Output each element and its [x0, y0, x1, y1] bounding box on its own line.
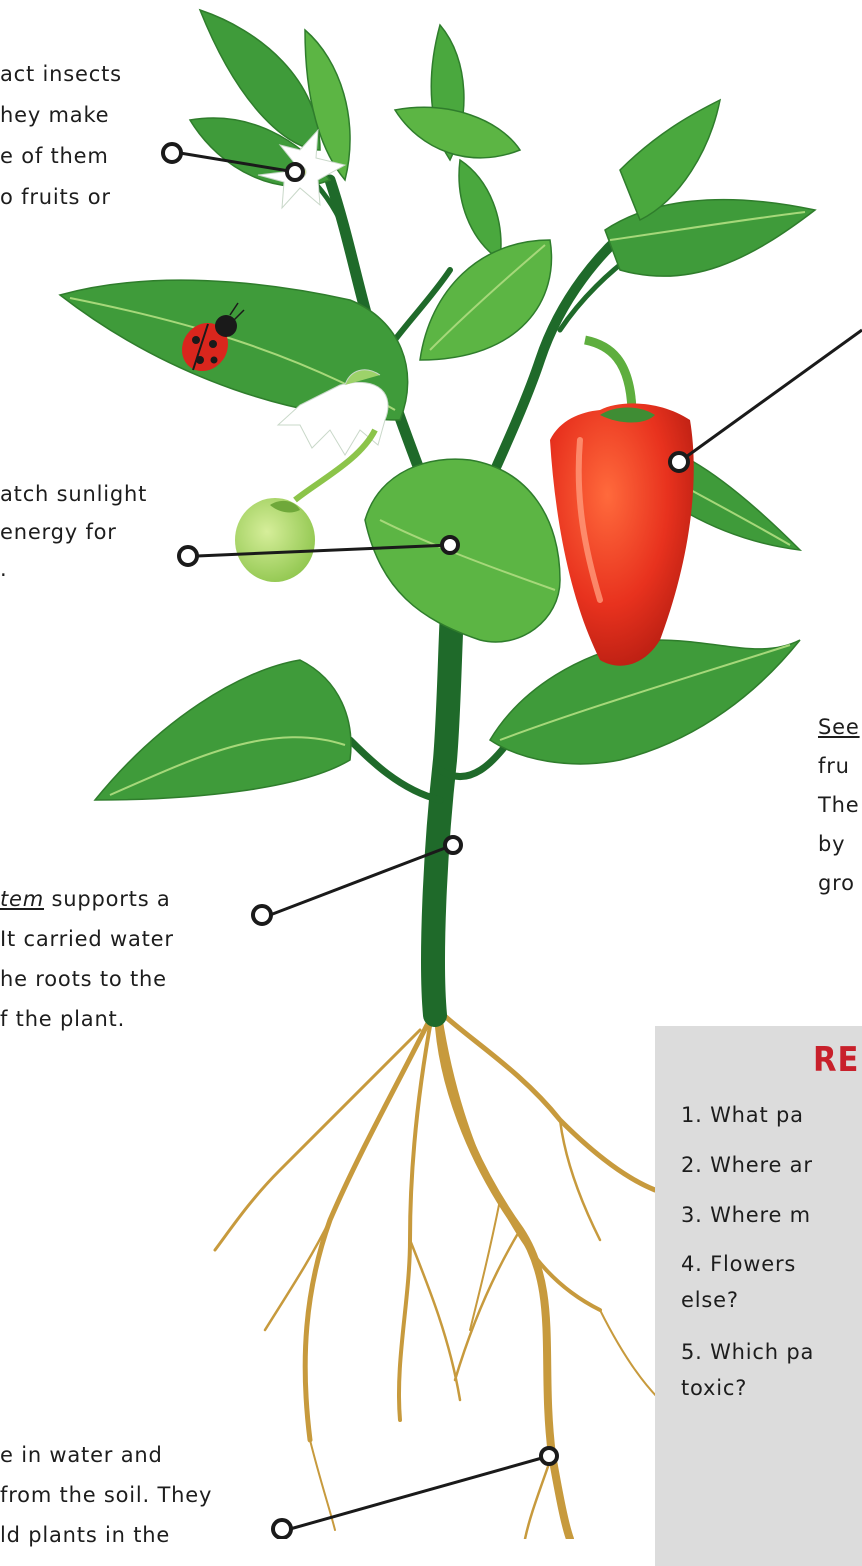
review-title: RE: [813, 1040, 859, 1080]
seed-label-line-3: by: [818, 830, 845, 858]
marker-flower-right: [287, 164, 303, 180]
flower-label-line-3: e of them: [0, 142, 109, 170]
stem-label-term: tem: [0, 887, 44, 911]
review-question-4-cont: else?: [681, 1282, 739, 1319]
marker-leaf-left: [179, 547, 197, 565]
review-question-2: 2. Where ar: [681, 1147, 813, 1184]
leaf-label-line-2: energy for: [0, 518, 117, 546]
review-question-5-cont: toxic?: [681, 1370, 747, 1407]
seed-label-line-1: fru: [818, 752, 850, 780]
red-pepper: [550, 340, 694, 666]
seed-label-term: See: [818, 713, 860, 741]
review-question-5: 5. Which pa: [681, 1334, 814, 1371]
review-question-4: 4. Flowers: [681, 1246, 796, 1283]
marker-stem-left: [253, 906, 271, 924]
review-question-3: 3. Where m: [681, 1197, 811, 1234]
root-label-line-1: e in water and: [0, 1441, 163, 1469]
root-label-line-2: from the soil. They: [0, 1481, 212, 1509]
marker-stem-right: [445, 837, 461, 853]
leaf-label-line-1: atch sunlight: [0, 480, 147, 508]
seed-label-line-2: The: [818, 791, 859, 819]
stem-label-line-3: he roots to the: [0, 965, 167, 993]
stem-label-line-1: tem supports a: [0, 885, 171, 913]
stem-label-rest: supports a: [44, 887, 171, 911]
review-question-1: 1. What pa: [681, 1097, 804, 1134]
roots: [215, 1010, 660, 1539]
marker-root-left: [273, 1520, 291, 1538]
stem-label-line-4: f the plant.: [0, 1005, 125, 1033]
marker-flower-left: [163, 144, 181, 162]
leaf-label-line-3: .: [0, 555, 7, 583]
marker-fruit: [670, 453, 688, 471]
flower-label-line-4: o fruits or: [0, 183, 111, 211]
seed-label-line-4: gro: [818, 869, 855, 897]
stem-label-line-2: It carried water: [0, 925, 174, 953]
root-label-line-3: ld plants in the: [0, 1521, 170, 1549]
marker-leaf-right: [442, 537, 458, 553]
marker-root-right: [541, 1448, 557, 1464]
green-bud: [235, 430, 375, 582]
flower-label-line-1: act insects: [0, 60, 122, 88]
flower-label-line-2: hey make: [0, 101, 109, 129]
